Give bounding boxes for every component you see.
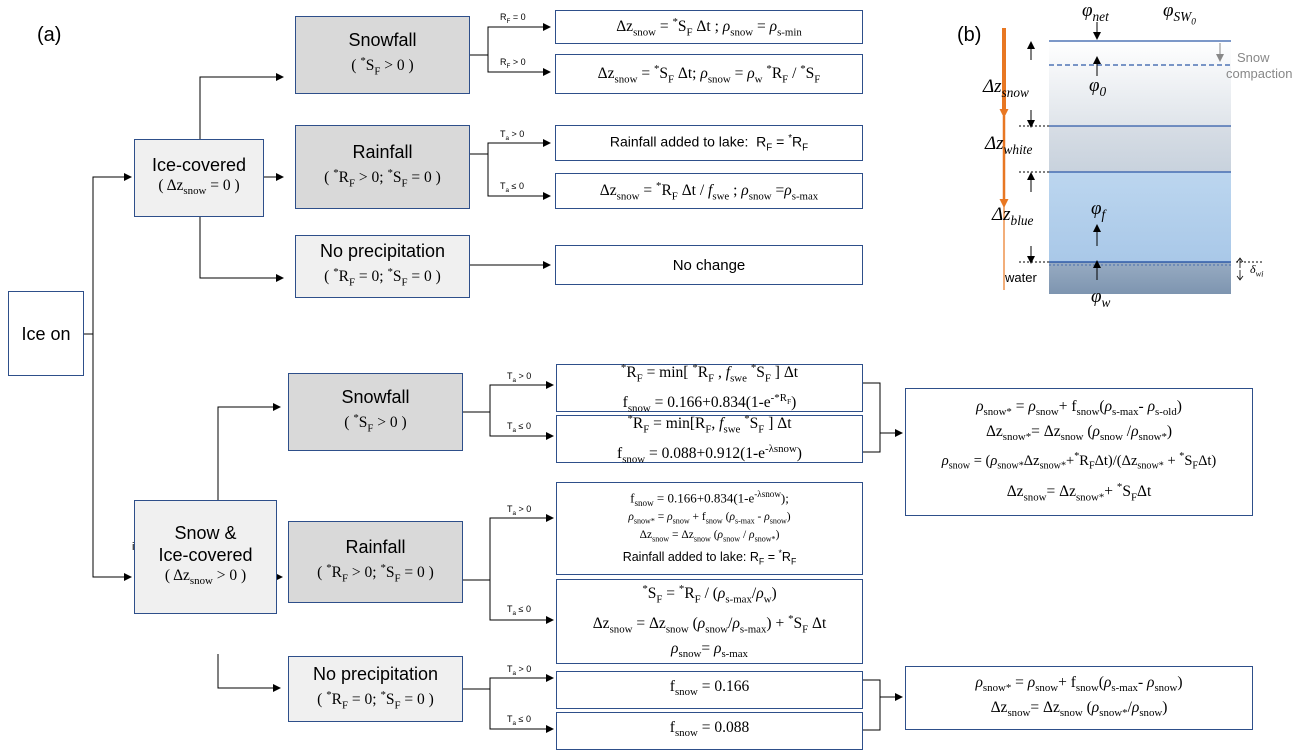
phi-sw0-label: φSW0 bbox=[1163, 0, 1196, 28]
output-box-10: fsnow = 0.166 bbox=[556, 671, 863, 709]
output-box-11: fsnow = 0.088 bbox=[556, 712, 863, 750]
result-1a: ρsnow* = ρsnow+ fsnow(ρs-max- ρs-old) bbox=[976, 397, 1182, 419]
result-1d: Δzsnow= Δzsnow*+ *SFΔt bbox=[1006, 480, 1152, 504]
output-box-5: No change bbox=[555, 245, 863, 285]
output-7b: fsnow = 0.088+0.912(1-e-λsnow) bbox=[617, 443, 802, 466]
snow-layer bbox=[1049, 41, 1231, 126]
output-6a: *RF = min[ *RF , fswe *SF ] Δt bbox=[620, 361, 799, 384]
output-box-4: Δzsnow = *RF Δt / fswe ; ρsnow =ρs-max bbox=[555, 173, 863, 209]
sic-noprecip-title: No precipitation bbox=[312, 663, 439, 684]
ic-noprecip-title: No precipitation bbox=[319, 241, 446, 262]
branch-ta-le0: Ta ≤ 0 bbox=[507, 714, 531, 727]
snow-ice-title-1: Snow & bbox=[174, 523, 237, 544]
output-9b: Δzsnow = Δzsnow (ρsnow/ρs-max) + *SF Δt bbox=[592, 612, 827, 636]
output-1: Δzsnow = *SF Δt ; ρsnow = ρs-min bbox=[616, 15, 802, 39]
snow-ice-covered-box: i Snow & Ice-covered ( Δzsnow > 0 ) bbox=[132, 500, 277, 614]
phi-w-label: φw bbox=[1091, 286, 1111, 310]
ic-snowfall-cond: ( *SF > 0 ) bbox=[351, 54, 414, 78]
output-8b: ρsnow* = ρsnow + fsnow (ρs-max - ρsnow) bbox=[628, 510, 791, 526]
result-2a: ρsnow* = ρsnow+ fsnow(ρs-max- ρsnow) bbox=[975, 673, 1183, 694]
branch-rf-gt0: RF > 0 bbox=[500, 57, 526, 70]
result-box-1: ρsnow* = ρsnow+ fsnow(ρs-max- ρs-old) Δz… bbox=[905, 388, 1253, 516]
result-2b: Δzsnow= Δzsnow (ρsnow*/ρsnow) bbox=[990, 699, 1168, 720]
dz-blue-label: Δzblue bbox=[992, 204, 1034, 228]
ice-on-label: Ice on bbox=[21, 323, 71, 344]
sic-rainfall-title: Rainfall bbox=[345, 536, 406, 557]
branch-ta-gt0: Ta > 0 bbox=[500, 129, 525, 142]
branch-ta-le0: Ta ≤ 0 bbox=[507, 604, 531, 617]
snow-ice-cond: ( Δzsnow > 0 ) bbox=[164, 567, 247, 588]
sic-snowfall-box: Snowfall ( *SF > 0 ) bbox=[288, 373, 463, 451]
delta-wi-label: δwi bbox=[1250, 262, 1264, 279]
output-8a: fsnow = 0.166+0.834(1-e-λsnow); bbox=[630, 488, 789, 508]
output-box-6: *RF = min[ *RF , fswe *SF ] Δt fsnow = 0… bbox=[556, 362, 863, 414]
output-8d: Rainfall added to lake: RF = *RF bbox=[622, 548, 797, 568]
output-7a: *RF = min[RF, fswe *SF ] Δt bbox=[627, 412, 792, 435]
snow-compaction-label-1: Snow bbox=[1237, 50, 1270, 65]
output-11: fsnow = 0.088 bbox=[669, 719, 750, 740]
branch-ta-gt0: Ta > 0 bbox=[507, 504, 532, 517]
branch-ta-gt0: Ta > 0 bbox=[507, 664, 532, 677]
sic-noprecip-box: No precipitation ( *RF = 0; *SF = 0 ) bbox=[288, 656, 463, 722]
output-box-8: fsnow = 0.166+0.834(1-e-λsnow); ρsnow* =… bbox=[556, 482, 863, 575]
output-9a: *SF = *RF / (ρs-max/ρw) bbox=[642, 582, 777, 605]
output-box-1: Δzsnow = *SF Δt ; ρsnow = ρs-min bbox=[555, 10, 863, 44]
sic-rainfall-cond: ( *RF > 0; *SF = 0 ) bbox=[317, 561, 434, 585]
dz-white-label: Δzwhite bbox=[985, 133, 1033, 157]
branch-ta-le0: Ta ≤ 0 bbox=[507, 421, 531, 434]
output-box-7: *RF = min[RF, fswe *SF ] Δt fsnow = 0.08… bbox=[556, 413, 863, 465]
ic-noprecip-box: No precipitation ( *RF = 0; *SF = 0 ) bbox=[295, 235, 470, 298]
sic-snowfall-cond: ( *SF > 0 ) bbox=[344, 411, 407, 435]
ic-snowfall-box: Snowfall ( *SF > 0 ) bbox=[295, 16, 470, 94]
air-layer bbox=[1049, 10, 1231, 42]
snow-ice-title-2: Ice-covered bbox=[158, 545, 253, 566]
output-2: Δzsnow = *SF Δt; ρsnow = ρw *RF / *SF bbox=[597, 62, 821, 86]
snow-ice-marker: i bbox=[132, 541, 135, 553]
panel-b-label: (b) bbox=[957, 24, 982, 46]
output-5: No change bbox=[672, 256, 746, 274]
sic-rainfall-box: Rainfall ( *RF > 0; *SF = 0 ) bbox=[288, 521, 463, 603]
water-layer bbox=[1049, 262, 1231, 294]
output-8c: Δzsnow = Δzsnow (ρsnow / ρsnow*) bbox=[639, 529, 780, 544]
result-1c: ρsnow = (ρsnow*Δzsnow*+*RFΔt)/(Δzsnow* +… bbox=[941, 451, 1217, 472]
output-9c: ρsnow= ρs-max bbox=[671, 640, 748, 661]
branch-rf-eq0: RF = 0 bbox=[500, 12, 526, 25]
dz-snow-label: Δzsnow bbox=[983, 76, 1029, 100]
ice-covered-box: Ice-covered ( Δzsnow = 0 ) bbox=[134, 139, 264, 217]
ice-covered-cond: ( Δzsnow = 0 ) bbox=[158, 177, 240, 198]
output-box-2: Δzsnow = *SF Δt; ρsnow = ρw *RF / *SF bbox=[555, 54, 863, 94]
output-box-3: Rainfall added to lake: RF = *RF bbox=[555, 125, 863, 161]
output-3: Rainfall added to lake: RF = *RF bbox=[609, 132, 809, 154]
phi-f-label: φf bbox=[1091, 198, 1106, 222]
water-label: water bbox=[1005, 270, 1037, 285]
branch-ta-le0: Ta ≤ 0 bbox=[500, 181, 524, 194]
output-4: Δzsnow = *RF Δt / fswe ; ρsnow =ρs-max bbox=[599, 179, 819, 203]
ice-covered-title: Ice-covered bbox=[151, 155, 247, 176]
ic-snowfall-title: Snowfall bbox=[348, 29, 417, 50]
phi-net-label: φnet bbox=[1082, 0, 1109, 24]
sic-snowfall-title: Snowfall bbox=[341, 386, 410, 407]
ic-noprecip-cond: ( *RF = 0; *SF = 0 ) bbox=[324, 266, 441, 289]
ic-rainfall-cond: ( *RF > 0; *SF = 0 ) bbox=[324, 166, 441, 190]
white-ice-layer bbox=[1049, 126, 1231, 172]
result-1b: Δzsnow*= Δzsnow (ρsnow /ρsnow*) bbox=[985, 423, 1173, 444]
result-box-2: ρsnow* = ρsnow+ fsnow(ρs-max- ρsnow) Δzs… bbox=[905, 666, 1253, 730]
output-box-9: *SF = *RF / (ρs-max/ρw) Δzsnow = Δzsnow … bbox=[556, 579, 863, 664]
ic-rainfall-box: Rainfall ( *RF > 0; *SF = 0 ) bbox=[295, 125, 470, 209]
ic-rainfall-title: Rainfall bbox=[352, 141, 413, 162]
panel-a-label: (a) bbox=[37, 24, 62, 46]
branch-ta-gt0: Ta > 0 bbox=[507, 371, 532, 384]
phi-0-label: φ0 bbox=[1089, 75, 1107, 99]
blue-ice-layer bbox=[1049, 172, 1231, 262]
snow-compaction-label-2: compaction bbox=[1226, 66, 1293, 81]
output-10: fsnow = 0.166 bbox=[669, 678, 750, 699]
output-6b: fsnow = 0.166+0.834(1-e-*RF) bbox=[622, 392, 797, 415]
ice-on-box: Ice on bbox=[8, 291, 84, 376]
sic-noprecip-cond: ( *RF = 0; *SF = 0 ) bbox=[317, 688, 434, 712]
